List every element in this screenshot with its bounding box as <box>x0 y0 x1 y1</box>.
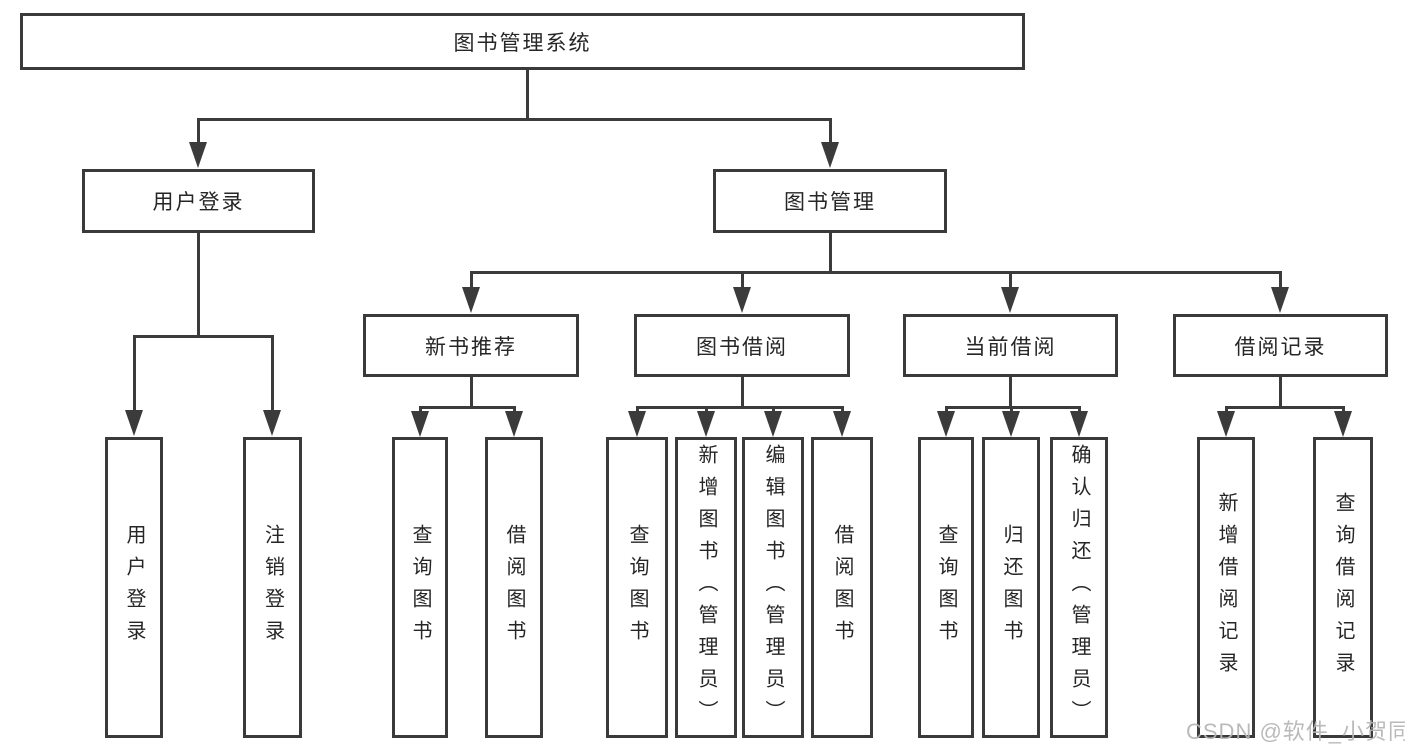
leaf-add-books-admin: 新增图书（管理员） <box>675 437 737 738</box>
connector-stub <box>197 118 200 150</box>
connector-stub <box>1279 271 1282 291</box>
leaf-query-books-recommend: 查询图书 <box>392 437 448 738</box>
arrowhead <box>1070 411 1088 437</box>
connector-bar <box>1225 406 1345 409</box>
connector-mgmt-drop <box>829 233 832 271</box>
connector-stub <box>133 335 136 413</box>
leaf-borrow-books-recommend: 借阅图书 <box>485 437 543 738</box>
node-current-borrowing: 当前借阅 <box>903 314 1118 377</box>
leaf-borrow-books: 借阅图书 <box>811 437 873 738</box>
arrowhead <box>1001 287 1019 313</box>
leaf-return-books: 归还图书 <box>982 437 1040 738</box>
node-user-login: 用户登录 <box>82 169 315 233</box>
arrowhead <box>505 411 523 437</box>
node-root: 图书管理系统 <box>20 13 1025 70</box>
arrowhead <box>733 287 751 313</box>
node-book-management: 图书管理 <box>713 169 947 233</box>
connector-bar <box>636 406 844 409</box>
node-borrowing-records: 借阅记录 <box>1173 314 1388 377</box>
connector-drop <box>1279 377 1282 406</box>
arrowhead <box>628 411 646 437</box>
arrowhead <box>189 142 207 168</box>
connector-mgmt-bar <box>470 271 1282 274</box>
node-new-book-recommendation: 新书推荐 <box>363 314 579 377</box>
connector-stub <box>829 118 832 150</box>
connector-login-drop <box>197 233 200 335</box>
arrowhead <box>764 411 782 437</box>
connector-root-bar <box>197 118 832 121</box>
arrowhead <box>1271 287 1289 313</box>
connector-stub <box>470 271 473 291</box>
leaf-add-borrow-record: 新增借阅记录 <box>1197 437 1255 738</box>
arrowhead <box>937 411 955 437</box>
connector-stub <box>271 335 274 413</box>
leaf-confirm-return-admin: 确认归还（管理员） <box>1050 437 1108 738</box>
connector-bar <box>945 406 1081 409</box>
arrowhead <box>1002 411 1020 437</box>
arrowhead <box>697 411 715 437</box>
leaf-logout: 注销登录 <box>243 437 302 738</box>
leaf-query-books-borrowing: 查询图书 <box>606 437 668 738</box>
leaf-query-books-current: 查询图书 <box>918 437 974 738</box>
arrowhead <box>263 410 281 436</box>
leaf-query-borrow-record: 查询借阅记录 <box>1313 437 1373 738</box>
connector-drop <box>741 377 744 406</box>
arrowhead <box>821 142 839 168</box>
connector-stub <box>741 271 744 291</box>
connector-root-drop <box>526 70 529 118</box>
arrowhead <box>1217 411 1235 437</box>
csdn-watermark: CSDN @软件_小贺同学 <box>1186 719 1405 744</box>
node-book-borrowing: 图书借阅 <box>634 314 850 377</box>
leaf-user-login: 用户登录 <box>105 437 163 738</box>
arrowhead <box>125 410 143 436</box>
arrowhead <box>462 287 480 313</box>
connector-login-bar <box>133 335 274 338</box>
connector-bar <box>419 406 516 409</box>
arrowhead <box>833 411 851 437</box>
leaf-edit-books-admin: 编辑图书（管理员） <box>742 437 804 738</box>
arrowhead <box>411 411 429 437</box>
connector-drop <box>1009 377 1012 406</box>
arrowhead <box>1334 411 1352 437</box>
connector-drop <box>470 377 473 406</box>
connector-stub <box>1009 271 1012 291</box>
